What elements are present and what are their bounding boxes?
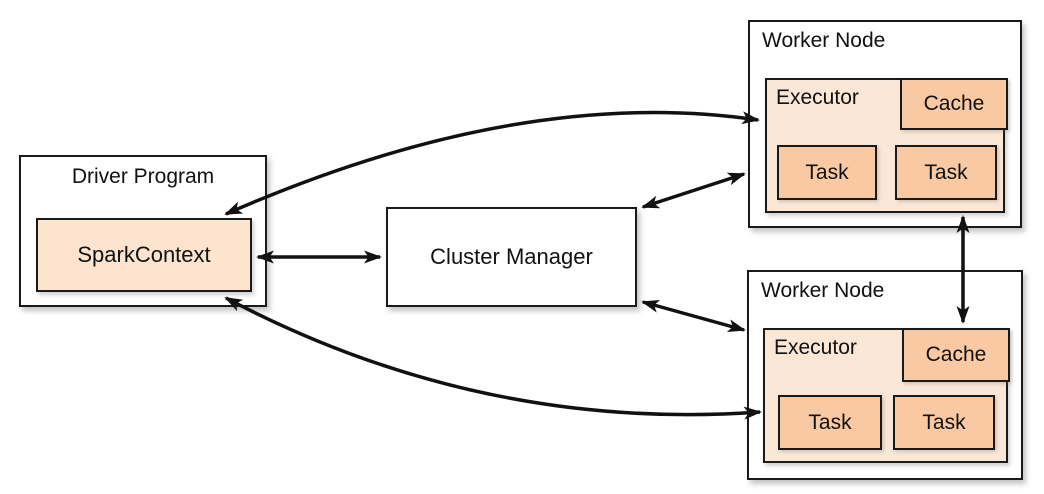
- task-1b-label: Task: [924, 160, 968, 184]
- task-1a-box: Task: [777, 145, 877, 200]
- task-1b-box: Task: [895, 145, 997, 200]
- arrow-sparkcontext-worker2-executor: [224, 296, 762, 420]
- task-2a-label: Task: [808, 410, 852, 434]
- cache-1-label: Cache: [923, 92, 985, 116]
- worker-node-1-box: Worker Node Executor Cache Task Task: [748, 20, 1022, 228]
- task-2b-box: Task: [893, 395, 995, 450]
- task-2b-label: Task: [922, 410, 966, 434]
- worker-node-2-box: Worker Node Executor Cache Task Task: [747, 270, 1023, 480]
- task-1a-label: Task: [805, 160, 849, 184]
- spark-context-label: SparkContext: [77, 241, 211, 267]
- arrow-sparkcontext-worker1-executor: [224, 110, 760, 216]
- cluster-manager-label: Cluster Manager: [430, 243, 593, 269]
- worker-node-1-label: Worker Node: [762, 29, 886, 52]
- driver-program-box: Driver Program SparkContext: [19, 155, 267, 307]
- cache-1-box: Cache: [900, 78, 1008, 130]
- executor-2-box: Executor Cache Task Task: [763, 328, 1010, 463]
- cluster-manager-box: Cluster Manager: [386, 207, 637, 307]
- executor-1-label: Executor: [776, 86, 859, 109]
- arrow-clustermanager-worker2: [641, 300, 746, 332]
- executor-1-box: Executor Cache Task Task: [765, 78, 1008, 213]
- cache-2-label: Cache: [925, 343, 987, 367]
- task-2a-box: Task: [778, 395, 882, 450]
- arrow-clustermanager-worker1: [641, 172, 746, 209]
- executor-2-label: Executor: [774, 336, 857, 359]
- spark-context-box: SparkContext: [36, 218, 252, 292]
- cache-2-box: Cache: [902, 328, 1010, 382]
- driver-program-label: Driver Program: [71, 165, 215, 188]
- worker-node-2-label: Worker Node: [761, 279, 885, 302]
